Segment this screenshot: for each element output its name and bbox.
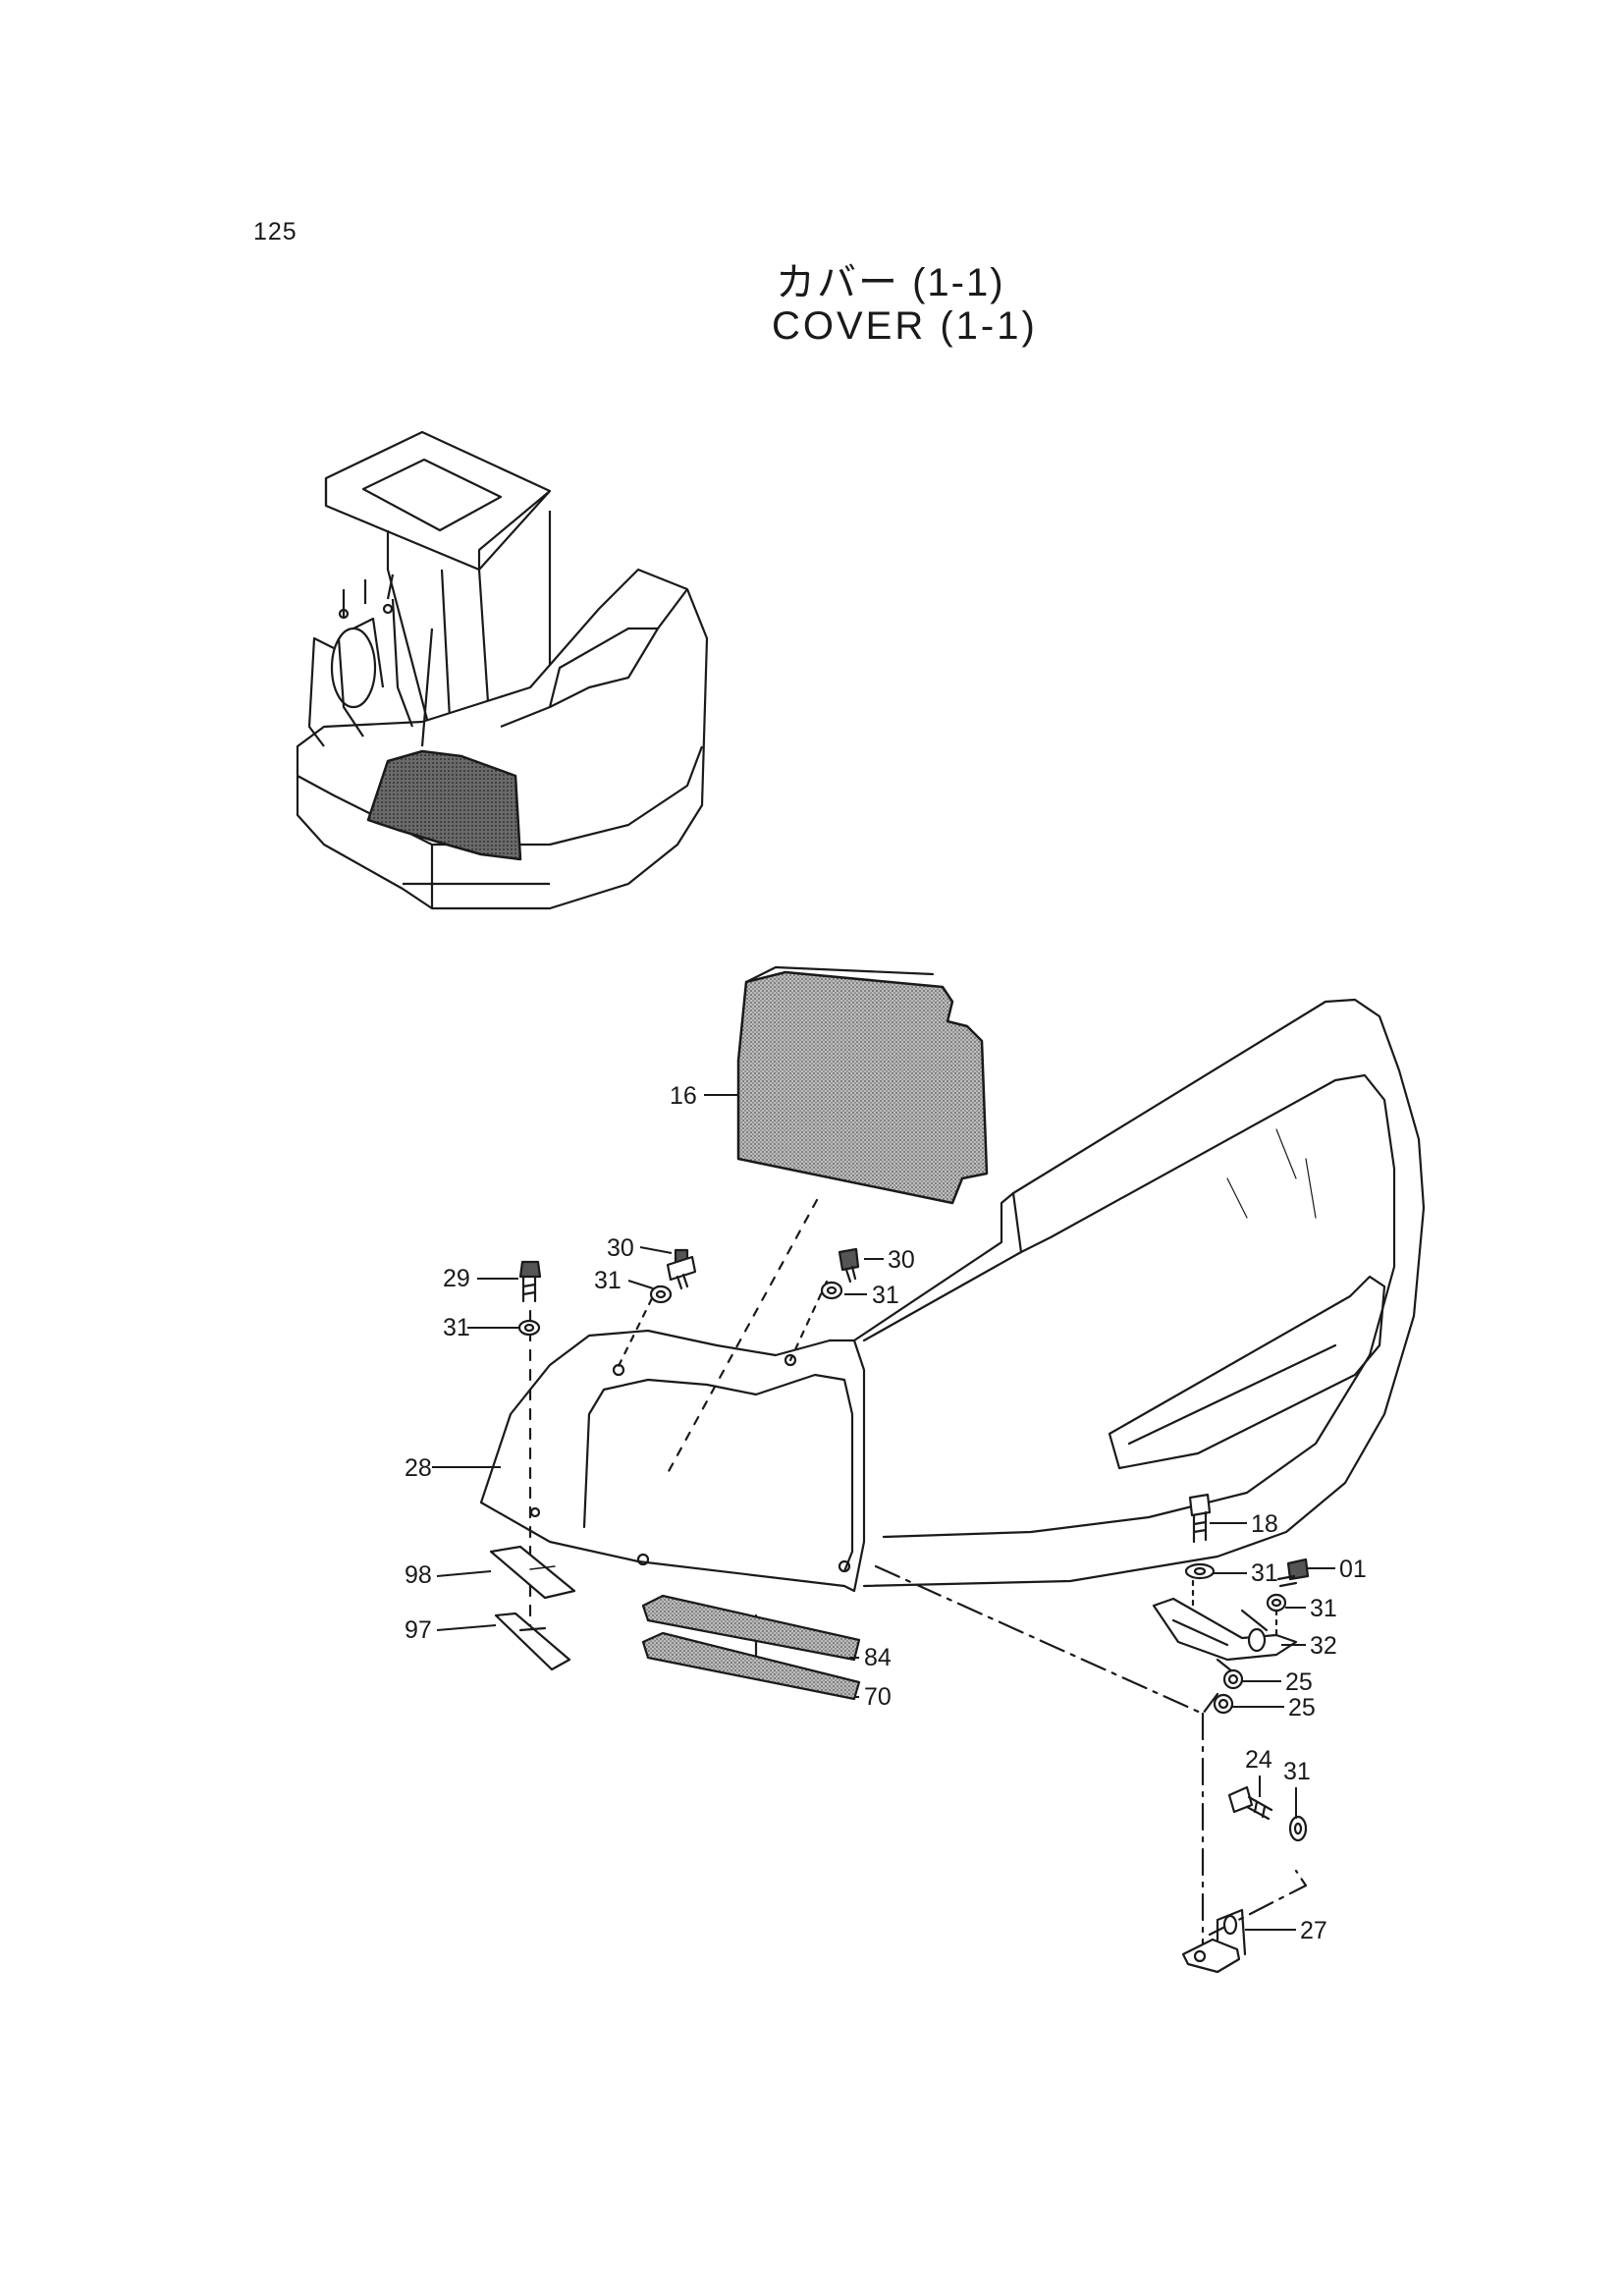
title-japanese: カバー (1-1) (776, 261, 1005, 304)
part-label-31-bolt01: 31 (1310, 1595, 1337, 1622)
part-label-30-left: 30 (607, 1234, 634, 1262)
part-label-18: 18 (1251, 1510, 1278, 1538)
part-label-30-right: 30 (888, 1246, 915, 1274)
machine-overview-illustration (296, 430, 709, 910)
part-label-98: 98 (405, 1561, 432, 1589)
part-labels: 16 30 31 30 31 29 31 28 98 97 84 70 18 3… (405, 1082, 1367, 1944)
part-label-31-bolt29: 31 (443, 1314, 470, 1341)
part-label-27: 27 (1300, 1917, 1327, 1944)
part-label-28: 28 (405, 1454, 432, 1482)
part-label-31-left: 31 (594, 1267, 622, 1294)
page-number: 125 (253, 218, 298, 246)
part-label-70: 70 (864, 1683, 892, 1711)
part-label-97: 97 (405, 1616, 432, 1644)
part-label-31-bolt24: 31 (1283, 1758, 1311, 1785)
part-label-01: 01 (1339, 1556, 1367, 1583)
cover-exploded-view (479, 965, 1426, 1974)
part-label-29: 29 (443, 1265, 470, 1292)
part-label-16: 16 (670, 1082, 697, 1110)
part-label-25-lower: 25 (1288, 1694, 1316, 1722)
part-label-84: 84 (864, 1644, 892, 1671)
part-label-32: 32 (1310, 1632, 1337, 1660)
part-label-24: 24 (1245, 1746, 1272, 1774)
part-label-31-bolt18: 31 (1251, 1559, 1278, 1587)
title-english: COVER (1-1) (772, 304, 1038, 348)
part-label-25-upper: 25 (1285, 1668, 1313, 1696)
leader-lines (432, 1094, 1335, 1931)
part-label-31-right: 31 (872, 1282, 899, 1309)
